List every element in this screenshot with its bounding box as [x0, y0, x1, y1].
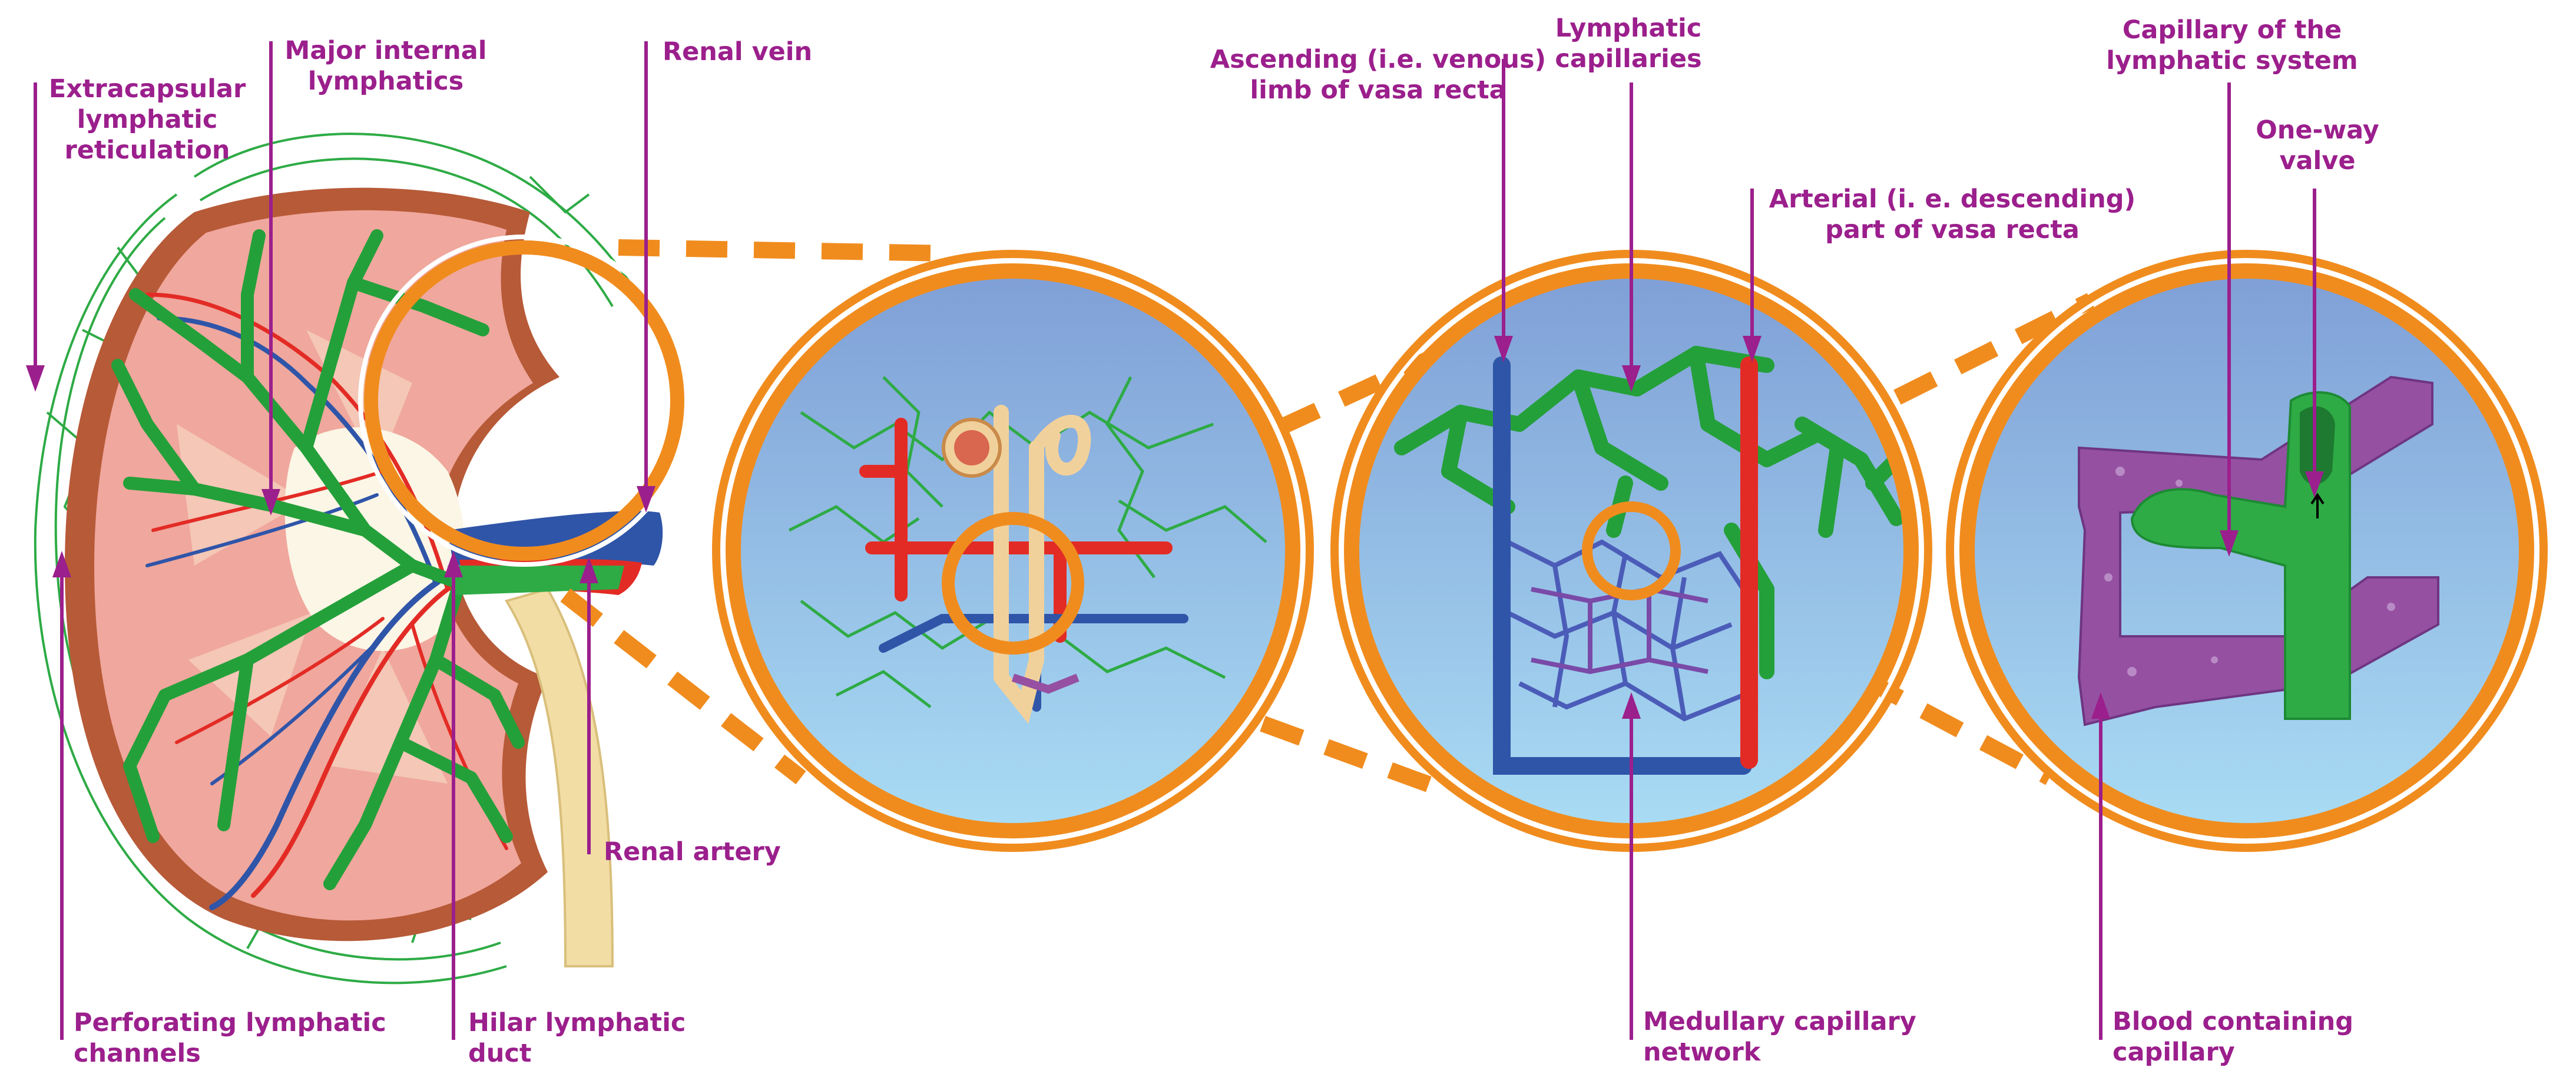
valve [2300, 406, 2335, 485]
ureter [504, 587, 614, 967]
leader-lines [34, 41, 2316, 1040]
label-blood-containing-capillary: Blood containing capillary [2113, 1007, 2354, 1067]
label-medullary-capillary-network: Medullary capillary network [1643, 1007, 1916, 1067]
label-extracapsular-lymphatic-reticulation: Extracapsular lymphatic reticulation [48, 74, 246, 165]
lymphatic-capillary-view [1946, 250, 2548, 852]
leader-arrowheads [26, 336, 2324, 719]
lymphatic-vessel [2130, 391, 2351, 720]
label-renal-artery: Renal artery [604, 837, 781, 867]
label-ascending-limb-vasa-recta: Ascending (i.e. venous) limb of vasa rec… [1210, 45, 1547, 105]
label-hilar-lymphatic-duct: Hilar lymphatic duct [468, 1008, 686, 1068]
label-major-internal-lymphatics: Major internal lymphatics [284, 36, 487, 96]
label-renal-vein: Renal vein [663, 37, 813, 67]
kidney-zoom-ring [364, 240, 684, 561]
label-lymphatic-capillaries: Lymphatic capillaries [1555, 14, 1702, 74]
label-one-way-valve: One-way valve [2256, 115, 2379, 176]
kidney-cross-section [34, 133, 663, 985]
label-perforating-lymphatic-channels: Perforating lymphatic channels [74, 1008, 386, 1068]
nephron-view [712, 250, 1314, 852]
hilar-lymphatic-duct [448, 566, 624, 595]
label-capillary-lymphatic-system: Capillary of the lymphatic system [2106, 15, 2358, 75]
label-arterial-part-vasa-recta: Arterial (i. e. descending) part of vasa… [1769, 184, 2136, 245]
